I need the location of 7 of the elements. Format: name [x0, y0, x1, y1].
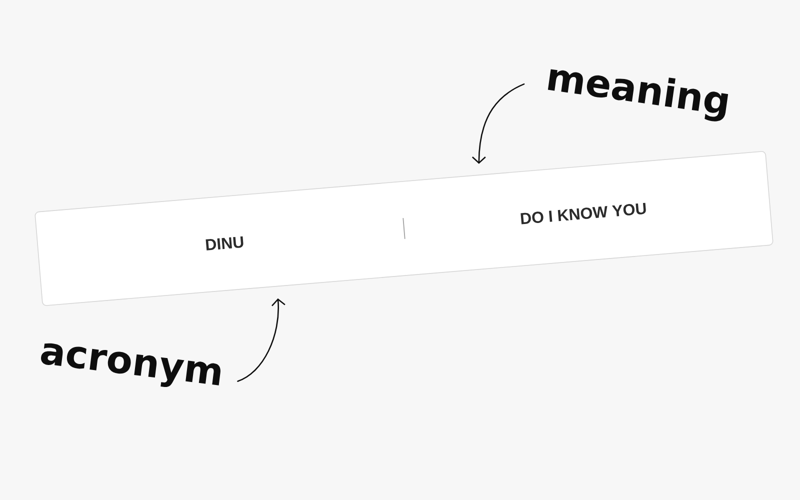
- curved-arrow: [472, 83, 525, 164]
- curved-arrow: [237, 298, 286, 382]
- definition-text: DO I KNOW YOU: [520, 202, 646, 224]
- term-text: DINU: [206, 236, 244, 250]
- annotation-text: meaning: [548, 69, 728, 122]
- card: [34, 151, 774, 306]
- annotation-text: acronym: [41, 343, 220, 388]
